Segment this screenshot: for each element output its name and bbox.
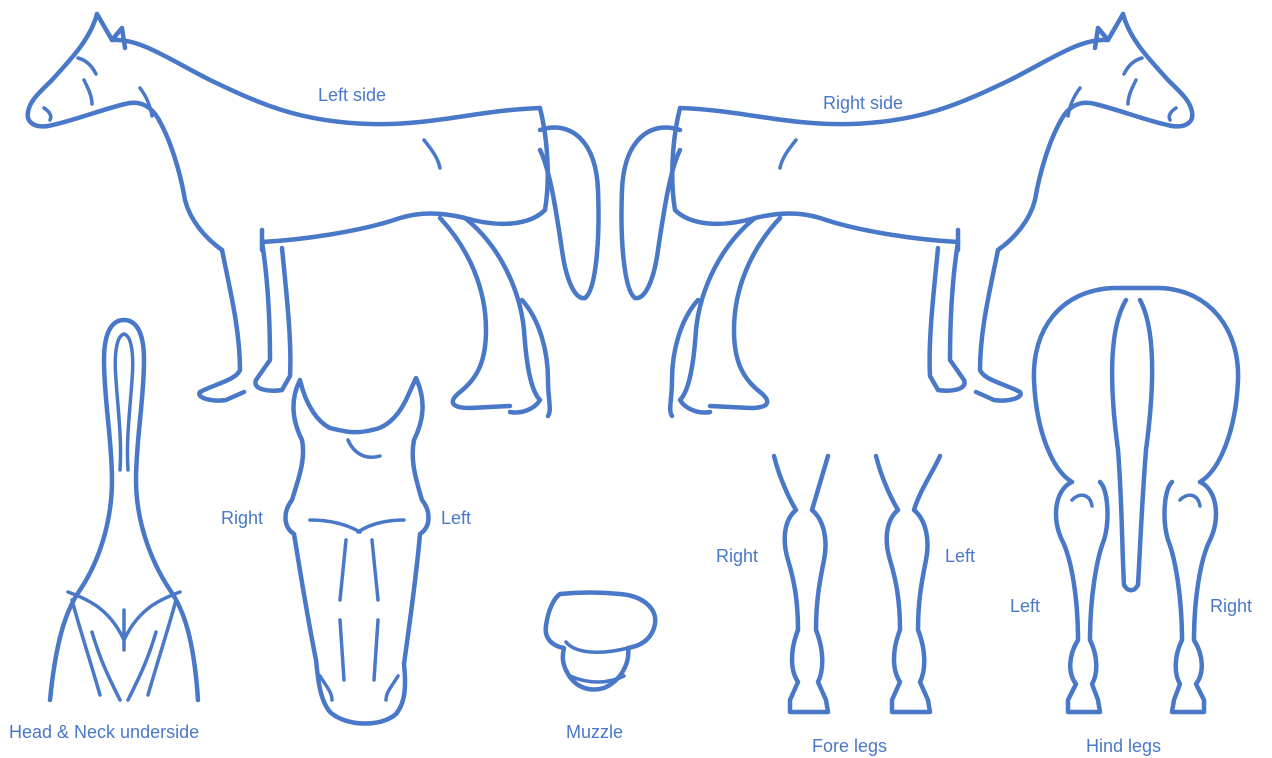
label-fore-legs: Fore legs xyxy=(812,736,887,756)
label-right-side: Right side xyxy=(823,93,903,113)
face-front-view xyxy=(286,378,429,724)
label-face-right: Right xyxy=(221,508,263,528)
label-fore-left: Left xyxy=(945,546,975,566)
label-head-neck-underside: Head & Neck underside xyxy=(9,722,199,742)
label-muzzle: Muzzle xyxy=(566,722,623,742)
label-hind-right: Right xyxy=(1210,596,1252,616)
head-neck-underside-view xyxy=(50,320,198,700)
label-face-left: Left xyxy=(441,508,471,528)
label-hind-left: Left xyxy=(1010,596,1040,616)
label-fore-right: Right xyxy=(716,546,758,566)
hind-legs-view xyxy=(1034,288,1238,712)
horse-left-side-view xyxy=(28,14,599,416)
label-hind-legs: Hind legs xyxy=(1086,736,1161,756)
fore-legs-view xyxy=(774,456,940,712)
horse-right-side-view xyxy=(622,14,1193,416)
muzzle-view xyxy=(546,593,656,690)
label-left-side: Left side xyxy=(318,85,386,105)
